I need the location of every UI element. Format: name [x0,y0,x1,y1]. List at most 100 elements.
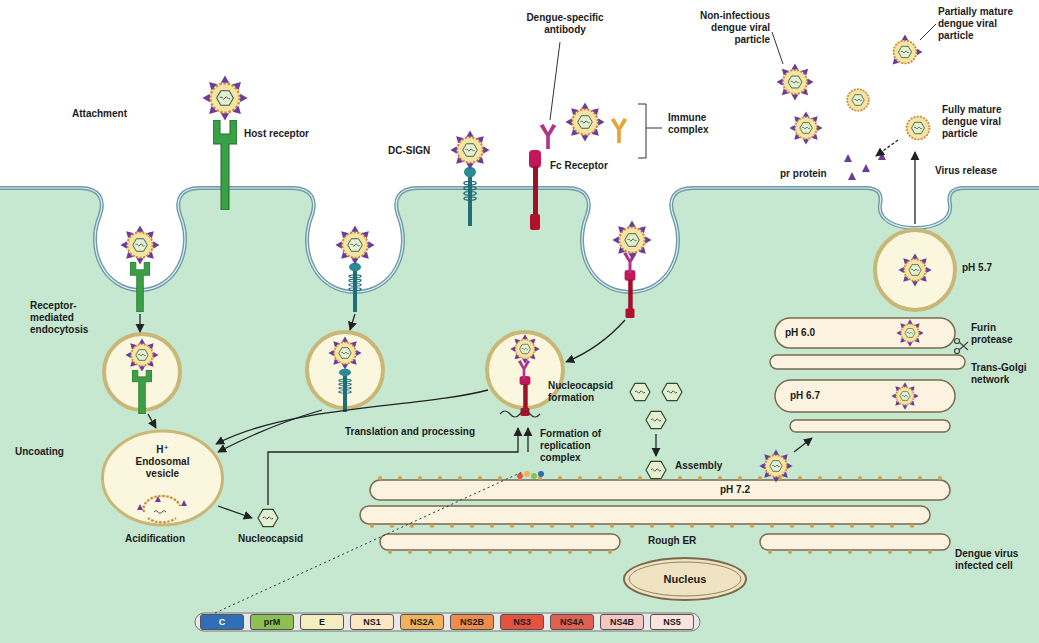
dengue-virions [335,225,374,264]
nucleocapsids [258,383,682,526]
dengue-virions [510,334,539,363]
receptors [132,370,152,414]
label-text: Fully mature dengue viral particle [942,104,1034,140]
dengue-virions [898,253,931,286]
replication-complex [524,471,530,477]
dengue-virions [328,336,361,369]
dengue-virions [789,111,822,144]
node-text: C [219,617,226,627]
pr-proteins [844,154,852,162]
label-text: Dengue virus infected cell [955,548,1035,572]
process-arrows [566,320,625,362]
node-text-group: NS3 [513,617,531,627]
label-text: pH 6.0 [785,327,815,339]
dengue-virions [612,220,651,259]
node-text: NS2B [460,617,484,627]
endosomal-vesicle [154,511,166,514]
label-text: Acidification [125,533,185,545]
dengue-virions [891,382,918,409]
node-text-group: NS5 [663,617,681,627]
gene-segment-box: NS4B [600,614,644,630]
label-text: Non-infectious dengue viral particle [680,10,770,46]
label-text: Receptor-mediated endocytosis [30,300,110,336]
antibodies [518,360,530,379]
endosomal-vesicle [144,496,180,512]
nucleus-shape [629,562,741,596]
receptors [339,369,351,412]
pr-proteins [848,172,856,180]
ribosomes [770,550,945,554]
node-text-group: H⁺Endosomal vesicle [100,428,225,480]
process-arrows [218,506,252,518]
furin-scissors [955,349,960,354]
gene-segment-box: NS4A [550,614,594,630]
process-arrows [140,140,915,518]
process-arrows [268,428,518,505]
process-arrows [139,314,140,332]
pr-proteins [862,164,870,172]
ribosomes [372,524,925,528]
node-text: Endosomal vesicle [118,456,207,480]
label-text: Nucleocapsid [238,533,303,545]
label-text: Dengue-specific antibody [515,12,615,36]
dengue-virions [907,117,930,140]
node-text-group: E [319,617,325,627]
dengue-virions [125,338,158,371]
node-text: E [319,617,325,627]
label-text: pH 5.7 [962,262,992,274]
replication-complex [538,471,544,477]
dengue-virions [203,76,248,121]
receptors [130,262,150,312]
leader-lines [215,24,936,613]
gene-segment-box: NS5 [650,614,694,630]
rough-er [760,534,950,550]
endosomal-vesicle [103,431,223,525]
process-arrows [527,428,528,452]
receptors [625,270,636,318]
leader-lines [920,24,936,40]
node-text-group: C [219,617,226,627]
receptors [529,150,541,230]
endosomal-vesicle [137,504,143,510]
label-text: Translation and processing [345,426,475,438]
leader-lines [638,104,662,158]
furin-scissors [959,342,968,350]
gene-segment-box: prM [250,614,294,630]
ribosomes [390,550,615,554]
receptors [130,120,635,416]
golgi-cisternae [775,380,955,412]
process-arrows [216,390,488,444]
receptors [464,167,476,226]
node-text: NS1 [363,617,381,627]
golgi-cisternae [775,318,955,348]
pr-proteins [844,152,886,180]
endosomal-vesicle [181,500,187,506]
node-text: NS4B [610,617,634,627]
nucleus-shape: Nucleus [622,556,748,602]
leader-lines [215,472,522,613]
label-text: pr protein [780,168,827,180]
dengue-virions [847,89,869,111]
nucleocapsids [258,509,278,526]
node-text: NS5 [663,617,681,627]
node-text: NS3 [513,617,531,627]
ribosomes [372,478,945,552]
antibodies [518,118,637,379]
node-text-group: NS2A [410,617,434,627]
leader-lines [772,32,783,64]
endosomal-vesicle [148,518,176,522]
node-text-group: Nucleus [664,573,707,585]
label-text: Fc Receptor [550,160,608,172]
node-text-group: NS4A [560,617,584,627]
endosomal-vesicle: H⁺Endosomal vesicle [100,428,225,528]
gene-segment-box: NS2B [450,614,494,630]
leader-lines [550,42,560,120]
dengue-virions [776,63,813,100]
endosomal-vesicle [155,496,161,502]
node-text: Nucleus [664,573,707,585]
antibodies [611,118,628,143]
rough-er [360,480,950,550]
label-text: Virus release [935,165,997,177]
